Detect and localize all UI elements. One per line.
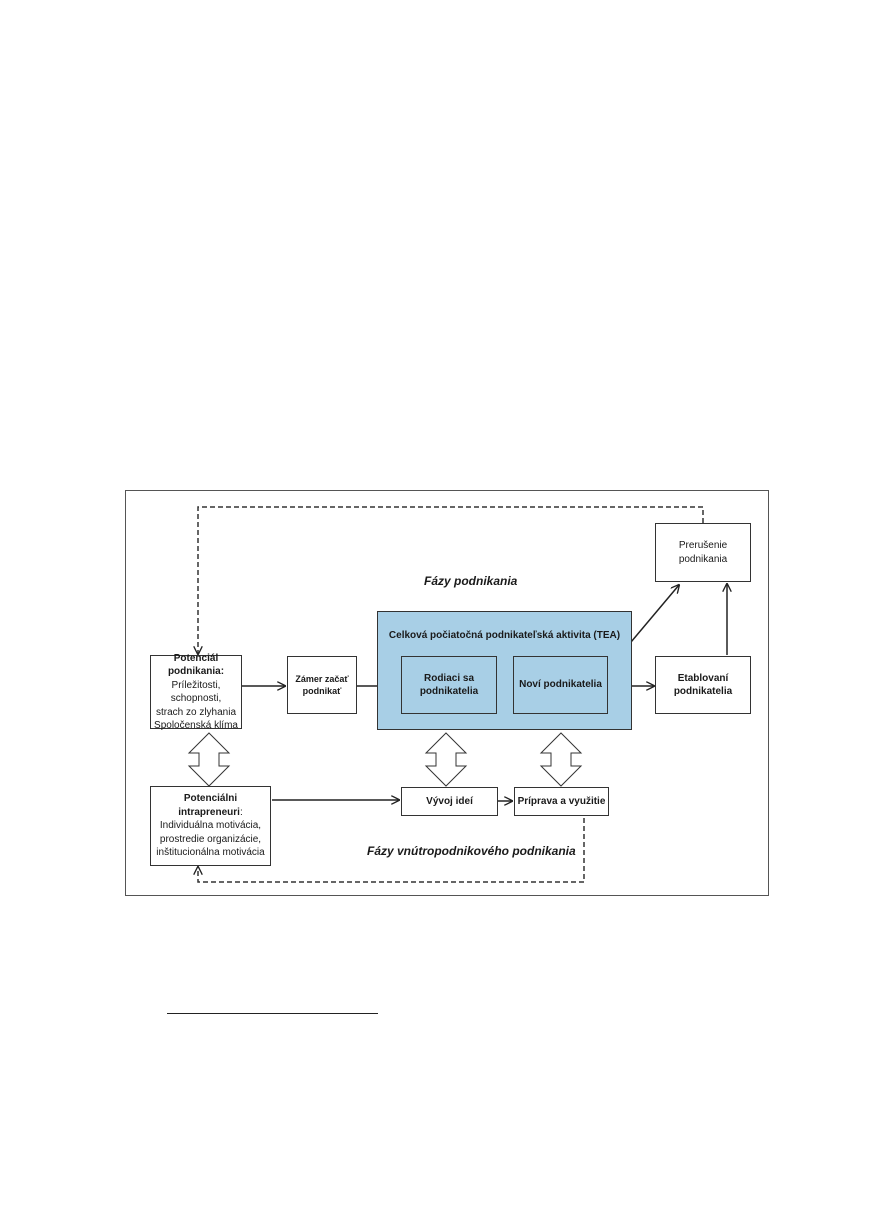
intrapreneuri-colon: : xyxy=(239,806,243,818)
vyvoj-label: Vývoj ideí xyxy=(426,795,473,807)
prerusenie-line: Prerušenie xyxy=(678,540,728,551)
intrapreneuri-title: Potenciálni intrapreneuri xyxy=(178,793,240,818)
double-arrow-left xyxy=(187,732,231,787)
double-arrow-middle xyxy=(424,732,468,787)
potencial-line: Spoločenská klíma xyxy=(154,720,238,731)
potencial-line: Príležitosti, schopnosti, xyxy=(170,679,222,705)
etablovani-box: Etablovaní podnikatelia xyxy=(655,656,751,714)
potencial-podnikania-box: Potenciál podnikania: Príležitosti, scho… xyxy=(150,652,242,731)
zamer-line: podnikať xyxy=(302,686,342,696)
prerusenie-box: Prerušenie podnikania xyxy=(655,523,751,582)
vyvoj-idei-box: Vývoj ideí xyxy=(401,787,498,816)
rodiaci-line: Rodiaci sa xyxy=(423,672,475,684)
priprava-box: Príprava a využitie xyxy=(514,787,609,816)
potencial-title: Potenciál podnikania: xyxy=(167,652,225,678)
potencial-line: strach zo zlyhania xyxy=(155,706,237,718)
novi-box: Noví podnikatelia xyxy=(513,656,608,714)
dashed-feedback-arrow-bottom xyxy=(198,818,585,883)
footnote-separator xyxy=(167,1013,378,1014)
priprava-label: Príprava a využitie xyxy=(517,795,606,807)
etablovani-line: Etablovaní xyxy=(677,672,729,684)
intrapreneuri-line: inštitucionálna motivácia xyxy=(156,847,265,859)
phase-label-bottom: Fázy vnútropodnikového podnikania xyxy=(367,844,576,858)
intrapreneuri-box: Potenciálni intrapreneuri: Individuálna … xyxy=(150,786,271,866)
tea-title: Celková počiatočná podnikateľská aktivit… xyxy=(388,630,621,641)
dashed-feedback-arrow-top xyxy=(198,506,704,654)
double-arrow-right xyxy=(539,732,583,787)
phase-label-top: Fázy podnikania xyxy=(424,574,518,588)
etablovani-line: podnikatelia xyxy=(673,686,733,697)
zamer-box: Zámer začať podnikať xyxy=(287,656,357,714)
zamer-line: Zámer začať xyxy=(295,673,349,684)
intrapreneuri-line: Individuálna motivácia, xyxy=(159,820,262,832)
novi-label: Noví podnikatelia xyxy=(519,679,602,691)
diagram-frame xyxy=(125,490,769,896)
prerusenie-line: podnikania xyxy=(678,553,728,565)
rodiaci-box: Rodiaci sa podnikatelia xyxy=(401,656,497,714)
intrapreneuri-line: prostredie organizácie, xyxy=(159,833,262,845)
rodiaci-line: podnikatelia xyxy=(419,686,479,697)
